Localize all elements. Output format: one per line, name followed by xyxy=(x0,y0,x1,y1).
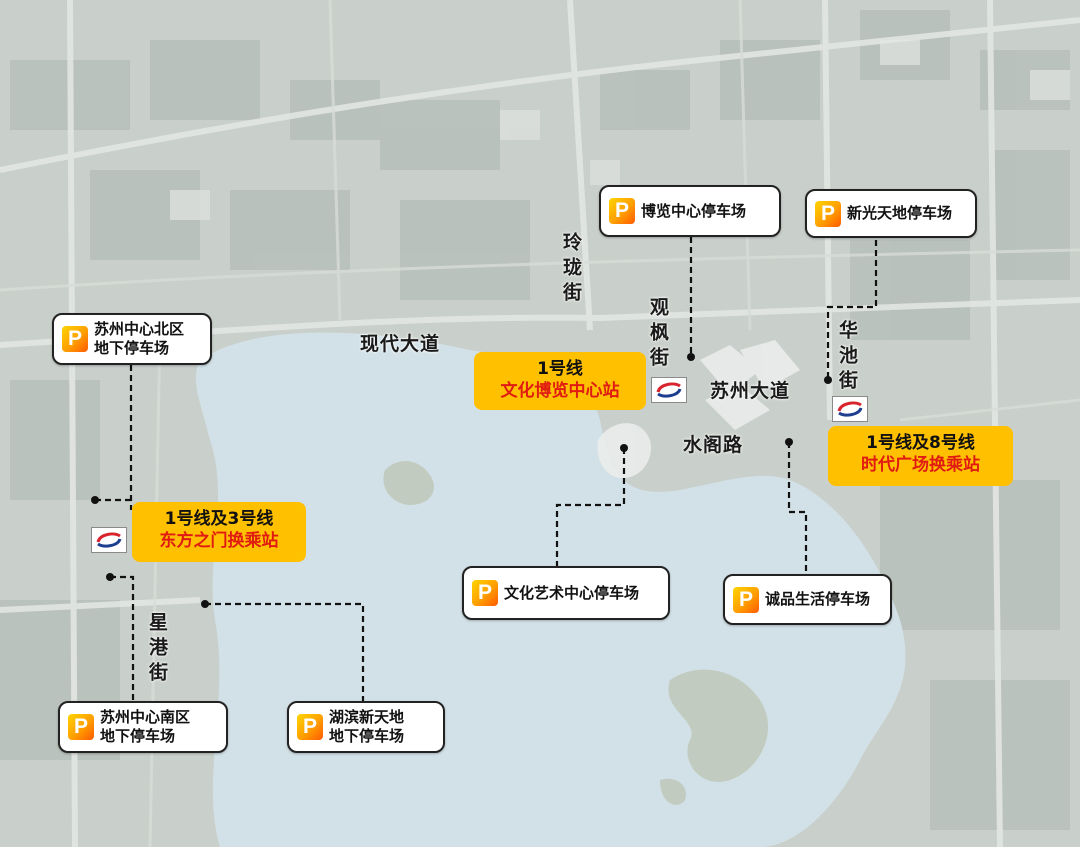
station-shidai-guangchang[interactable]: 1号线及8号线 时代广场换乘站 xyxy=(828,426,1013,486)
location-dot xyxy=(201,600,209,608)
location-dot xyxy=(687,353,695,361)
parking-hubin-xintiandi[interactable]: P 湖滨新天地 地下停车场 xyxy=(287,701,445,753)
parking-icon: P xyxy=(815,200,841,227)
station-line: 1号线及8号线 xyxy=(866,433,975,453)
parking-label-line: 地下停车场 xyxy=(94,339,170,357)
parking-suzhou-center-south[interactable]: P 苏州中心南区 地下停车场 xyxy=(58,701,228,753)
parking-wenhua-yishu[interactable]: P 文化艺术中心停车场 xyxy=(462,566,670,620)
parking-label: 苏州中心南区 地下停车场 xyxy=(100,708,190,746)
suzhou-metro-logo-icon xyxy=(91,527,127,553)
road-label-xiandai-dadao: 现代大道 xyxy=(360,333,441,355)
parking-label-line: 地下停车场 xyxy=(100,727,176,745)
station-line: 1号线 xyxy=(537,359,583,379)
parking-bolan-zhongxin[interactable]: P 博览中心停车场 xyxy=(599,185,781,237)
parking-label: 博览中心停车场 xyxy=(641,201,747,220)
station-name: 东方之门换乘站 xyxy=(159,531,279,552)
parking-icon: P xyxy=(68,714,94,740)
parking-label-line: 地下停车场 xyxy=(329,727,405,745)
location-dot xyxy=(91,496,99,504)
parking-label-line: 苏州中心北区 xyxy=(94,320,185,339)
parking-icon: P xyxy=(62,326,88,352)
parking-label: 诚品生活停车场 xyxy=(765,590,871,609)
location-dot xyxy=(620,444,628,452)
road-label-guanfeng-jie: 观枫街 xyxy=(647,297,669,372)
suzhou-metro-logo-icon xyxy=(651,377,687,403)
location-dot xyxy=(824,376,832,384)
parking-label: 新光天地停车场 xyxy=(847,204,953,223)
parking-suzhou-center-north[interactable]: P 苏州中心北区 地下停车场 xyxy=(52,313,212,365)
station-name: 文化博览中心站 xyxy=(500,381,620,402)
road-label-shuige-lu: 水阁路 xyxy=(683,434,744,456)
parking-label: 湖滨新天地 地下停车场 xyxy=(329,708,404,746)
station-name: 时代广场换乘站 xyxy=(861,455,980,476)
road-label-linglong-jie: 玲珑街 xyxy=(560,232,582,307)
parking-label: 文化艺术中心停车场 xyxy=(504,583,640,602)
parking-icon: P xyxy=(609,198,635,224)
suzhou-metro-logo-icon xyxy=(832,396,868,422)
parking-label-line: 湖滨新天地 xyxy=(329,708,405,727)
parking-icon: P xyxy=(472,580,498,606)
road-label-huachi-jie: 华池街 xyxy=(836,320,858,395)
station-wenhua-bolan[interactable]: 1号线 文化博览中心站 xyxy=(474,352,646,410)
parking-label-line: 苏州中心南区 xyxy=(100,708,191,727)
parking-icon: P xyxy=(297,714,323,740)
parking-icon: P xyxy=(733,586,759,613)
road-label-suzhou-dadao: 苏州大道 xyxy=(710,380,791,402)
station-dongfang-zhimen[interactable]: 1号线及3号线 东方之门换乘站 xyxy=(132,502,306,562)
road-label-xinggang-jie: 星港街 xyxy=(146,612,168,687)
location-dot xyxy=(106,573,114,581)
location-dot xyxy=(785,438,793,446)
parking-chengpin-shenghuo[interactable]: P 诚品生活停车场 xyxy=(723,574,892,625)
station-line: 1号线及3号线 xyxy=(164,509,274,529)
parking-label: 苏州中心北区 地下停车场 xyxy=(94,320,184,358)
parking-xinguang-tiandi[interactable]: P 新光天地停车场 xyxy=(805,189,977,238)
